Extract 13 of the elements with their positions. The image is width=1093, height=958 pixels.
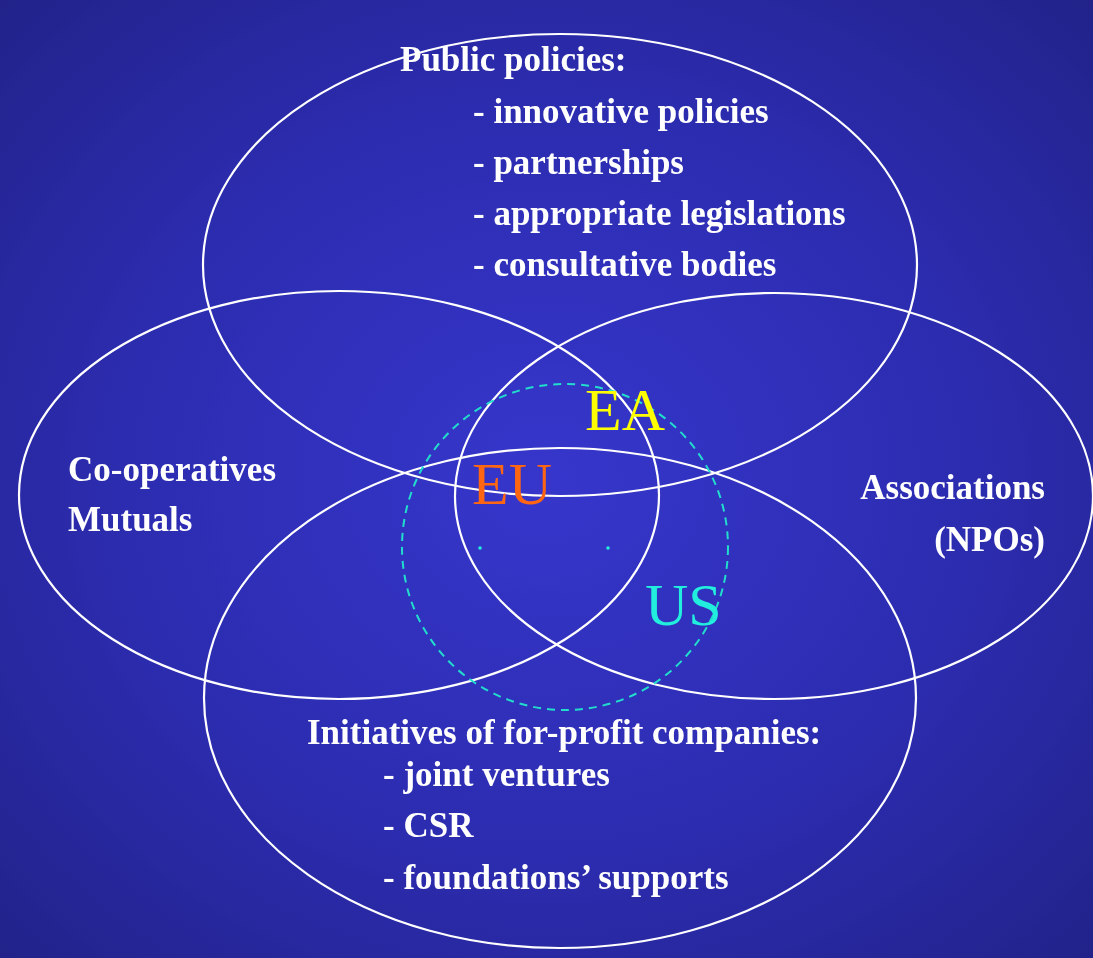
list-item: - foundations’ supports — [383, 858, 729, 898]
heading: Initiatives of for-profit companies: — [307, 713, 822, 753]
list-item: - partnerships — [473, 143, 684, 183]
list-item: - consultative bodies — [473, 245, 777, 285]
sector-label: Mutuals — [68, 500, 193, 540]
heading: Public policies: — [400, 40, 627, 80]
list-item: - joint ventures — [383, 755, 610, 795]
sector-label: Associations (NPOs) — [859, 467, 1045, 561]
list-item: - CSR — [383, 806, 474, 846]
list-item: - innovative policies — [473, 92, 769, 132]
sector-label: Co-operatives — [68, 450, 276, 490]
list-item: - appropriate legislations — [473, 194, 846, 234]
region-label: US — [645, 573, 722, 637]
